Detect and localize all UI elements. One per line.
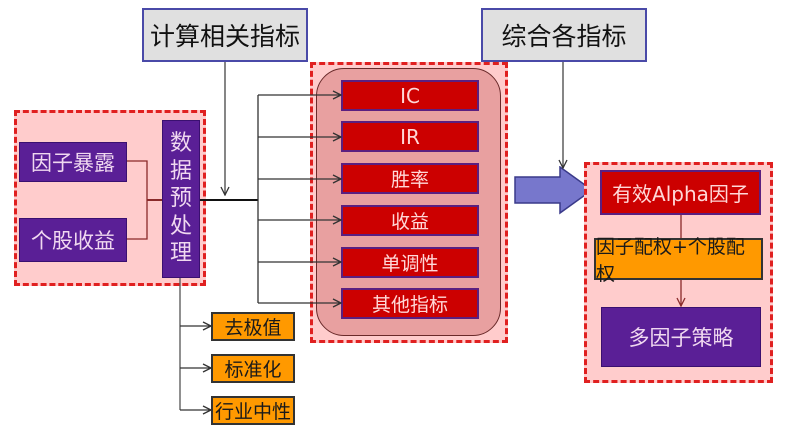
compute-metrics-header: 计算相关指标 [142, 8, 308, 62]
factor-exposure-box: 因子暴露 [19, 142, 127, 182]
metric-other: 其他指标 [341, 288, 479, 319]
industry-neutral-step: 行业中性 [211, 396, 295, 425]
combine-metrics-header: 综合各指标 [481, 8, 647, 62]
metric-win-rate: 胜率 [341, 163, 479, 194]
metric-ir: IR [341, 121, 479, 152]
preprocess-char: 处 [169, 213, 192, 239]
stock-returns-box: 个股收益 [19, 218, 127, 262]
winsorize-step: 去极值 [211, 312, 295, 341]
alpha-factor-box: 有效Alpha因子 [600, 170, 761, 215]
preprocess-char: 数 [169, 131, 192, 157]
data-preprocess-box: 数 据 预 处 理 [162, 120, 200, 278]
multi-factor-strategy-box: 多因子策略 [601, 307, 761, 367]
metric-monotonicity: 单调性 [341, 247, 479, 278]
metric-return: 收益 [341, 205, 479, 236]
standardize-step: 标准化 [211, 354, 295, 383]
preprocess-char: 预 [169, 186, 192, 212]
weighting-box: 因子配权+个股配权 [594, 236, 763, 285]
block-arrow-icon [514, 166, 594, 215]
preprocess-char: 据 [169, 158, 192, 184]
metric-ic: IC [341, 80, 479, 111]
preprocess-char: 理 [169, 241, 192, 267]
